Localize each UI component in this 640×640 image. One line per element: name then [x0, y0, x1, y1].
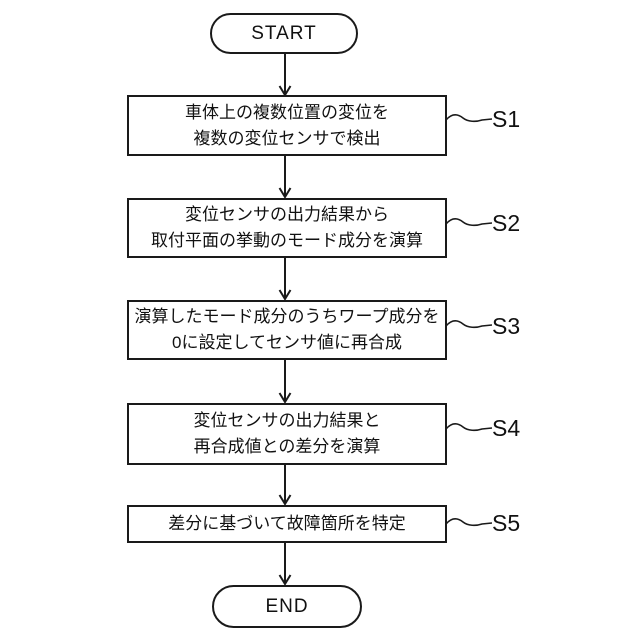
squiggle-connector-icon	[446, 218, 492, 227]
step-box-s1: 車体上の複数位置の変位を 複数の変位センサで検出	[127, 95, 447, 156]
step-s5-line-1: 差分に基づいて故障箇所を特定	[168, 514, 406, 533]
end-terminator: END	[212, 585, 362, 628]
down-arrow-icon	[278, 156, 292, 198]
down-arrow-icon	[278, 543, 292, 585]
step-s3-line-1: 演算したモード成分のうちワープ成分を	[134, 307, 440, 326]
step-s1-line-1: 車体上の複数位置の変位を	[185, 102, 389, 122]
step-box-s5: 差分に基づいて故障箇所を特定	[127, 505, 447, 543]
step-label-s2: S2	[492, 210, 521, 236]
start-label: START	[251, 22, 317, 44]
squiggle-connector-icon	[446, 518, 492, 527]
step-s2-line-1: 変位センサの出力結果から	[185, 205, 389, 224]
step-box-s2: 変位センサの出力結果から 取付平面の挙動のモード成分を演算	[127, 198, 447, 258]
step-s4-line-1: 変位センサの出力結果と	[193, 411, 381, 430]
step-box-s3: 演算したモード成分のうちワープ成分を 0に設定してセンサ値に再合成	[127, 300, 447, 360]
step-s2-line-2: 取付平面の挙動のモード成分を演算	[151, 231, 423, 250]
step-label-s1: S1	[492, 106, 521, 132]
step-label-s3: S3	[492, 313, 521, 339]
end-label: END	[265, 595, 309, 617]
down-arrow-icon	[278, 258, 292, 300]
squiggle-connector-icon	[446, 423, 492, 432]
step-s4-line-2: 再合成値との差分を演算	[193, 437, 381, 456]
step-label-s4: S4	[492, 415, 521, 441]
step-box-s4: 変位センサの出力結果と 再合成値との差分を演算	[127, 403, 447, 465]
down-arrow-icon	[278, 54, 292, 96]
step-s1-line-2: 複数の変位センサで検出	[193, 128, 381, 148]
start-terminator: START	[210, 13, 358, 54]
step-s3-line-2: 0に設定してセンサ値に再合成	[172, 333, 402, 352]
squiggle-connector-icon	[446, 320, 492, 329]
down-arrow-icon	[278, 360, 292, 403]
step-label-s5: S5	[492, 510, 521, 536]
down-arrow-icon	[278, 465, 292, 505]
squiggle-connector-icon	[446, 114, 492, 123]
